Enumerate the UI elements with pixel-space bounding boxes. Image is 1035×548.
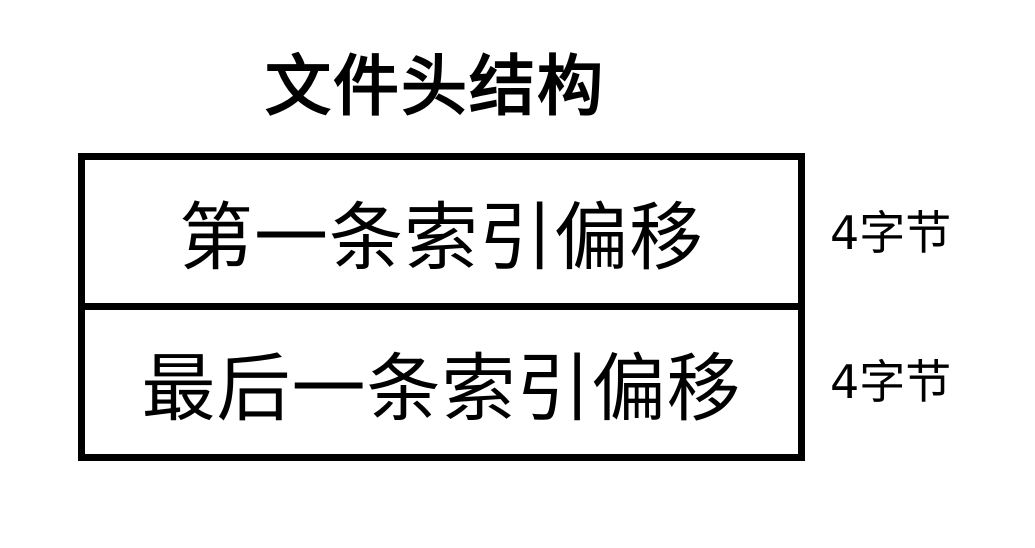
file-header-structure-box: 第一条索引偏移 最后一条索引偏移 xyxy=(78,153,805,461)
field-row-first-index-offset: 第一条索引偏移 xyxy=(85,160,798,310)
field-size-last-index-offset: 4字节 xyxy=(830,355,952,409)
field-label-first-index-offset: 第一条索引偏移 xyxy=(179,195,704,281)
diagram-title: 文件头结构 xyxy=(265,48,605,125)
field-label-last-index-offset: 最后一条索引偏移 xyxy=(141,345,742,432)
field-size-first-index-offset: 4字节 xyxy=(830,206,952,260)
field-row-last-index-offset: 最后一条索引偏移 xyxy=(85,310,798,454)
